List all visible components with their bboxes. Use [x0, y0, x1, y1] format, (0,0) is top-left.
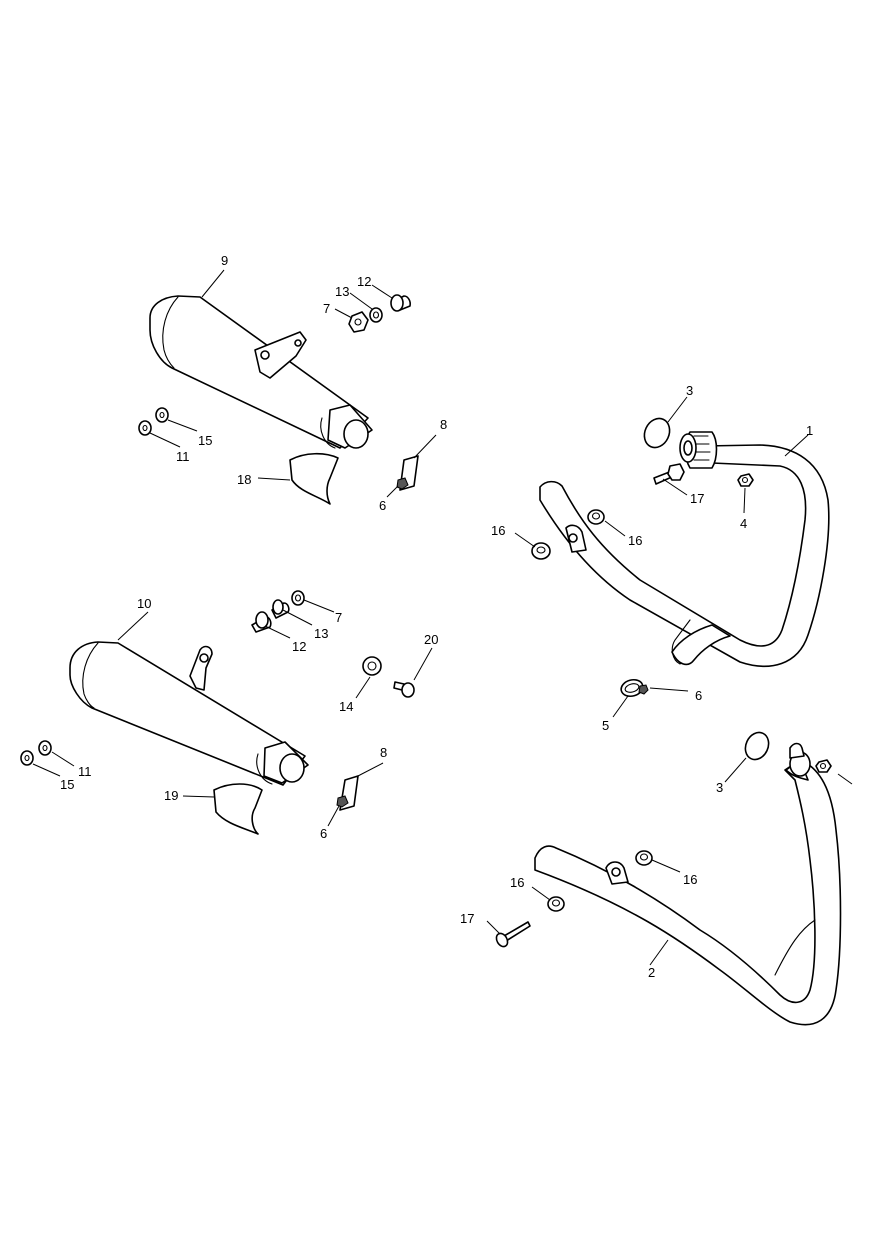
washers-upper-11-15[interactable] — [138, 407, 169, 436]
bush-part-16-b[interactable] — [587, 509, 605, 525]
callout-12-upper: 12 — [357, 274, 371, 289]
stud-part-17-upper[interactable] — [653, 463, 685, 485]
bolt-part-20[interactable] — [393, 681, 415, 698]
callout-7-lower: 7 — [335, 610, 342, 625]
callout-6-lower: 6 — [320, 826, 327, 841]
callout-11-upper: 11 — [176, 449, 190, 464]
silencer-lower-part-10[interactable] — [69, 641, 309, 786]
callout-17-lower: 17 — [460, 911, 474, 926]
fixings-lower-7-12-13[interactable] — [251, 590, 305, 633]
callout-16-d: 16 — [510, 875, 524, 890]
callout-20: 20 — [424, 632, 438, 647]
callout-9: 9 — [221, 253, 228, 268]
callout-10: 10 — [137, 596, 151, 611]
callout-1: 1 — [806, 423, 813, 438]
heat-shield-part-19[interactable] — [213, 783, 263, 835]
silencer-upper-part-9[interactable] — [149, 295, 373, 449]
bolt-part-17-lower[interactable] — [494, 921, 531, 949]
callout-15-lower: 15 — [60, 777, 74, 792]
callout-3-lower: 3 — [716, 780, 723, 795]
bush-part-16-a[interactable] — [531, 542, 551, 560]
callout-17-upper: 17 — [690, 491, 704, 506]
gasket-part-3-upper[interactable] — [640, 414, 674, 451]
clip-part-8-upper[interactable] — [396, 455, 419, 491]
gasket-part-3-lower[interactable] — [741, 729, 773, 764]
callout-16-c: 16 — [683, 872, 697, 887]
callout-13-lower: 13 — [314, 626, 328, 641]
bush-part-16-d[interactable] — [547, 896, 565, 912]
rubber-mount-part-14[interactable] — [362, 656, 382, 676]
washers-lower-11-15[interactable] — [20, 740, 52, 766]
callout-labels: 1 2 3 3 4 5 6 6 6 7 7 8 8 9 10 11 11 12 … — [60, 253, 813, 980]
callout-6-upper: 6 — [379, 498, 386, 513]
heat-shield-part-18[interactable] — [289, 452, 339, 505]
callout-6-clamp: 6 — [695, 688, 702, 703]
nut-part-4-lower[interactable] — [815, 759, 832, 773]
nut-part-4-upper[interactable] — [737, 473, 754, 487]
callout-3-upper: 3 — [686, 383, 693, 398]
callout-16-b: 16 — [628, 533, 642, 548]
clip-part-8-lower[interactable] — [336, 775, 359, 811]
callout-18: 18 — [237, 472, 251, 487]
header-pipe-part-2[interactable] — [534, 742, 842, 1026]
callout-15-upper: 15 — [198, 433, 212, 448]
header-pipe-part-1[interactable] — [539, 431, 830, 668]
callout-11-lower: 11 — [78, 764, 92, 779]
clamp-part-5[interactable] — [619, 677, 649, 698]
callout-16-a: 16 — [491, 523, 505, 538]
callout-12-lower: 12 — [292, 639, 306, 654]
callout-5: 5 — [602, 718, 609, 733]
bush-part-16-c[interactable] — [635, 850, 653, 866]
callout-2: 2 — [648, 965, 655, 980]
callout-19: 19 — [164, 788, 178, 803]
fixings-upper-7-12-13[interactable] — [348, 294, 411, 333]
callout-4: 4 — [740, 516, 747, 531]
callout-7-upper: 7 — [323, 301, 330, 316]
callout-13-upper: 13 — [335, 284, 349, 299]
leader-lines — [32, 269, 853, 966]
callout-8-upper: 8 — [440, 417, 447, 432]
callout-8-lower: 8 — [380, 745, 387, 760]
callout-14: 14 — [339, 699, 353, 714]
